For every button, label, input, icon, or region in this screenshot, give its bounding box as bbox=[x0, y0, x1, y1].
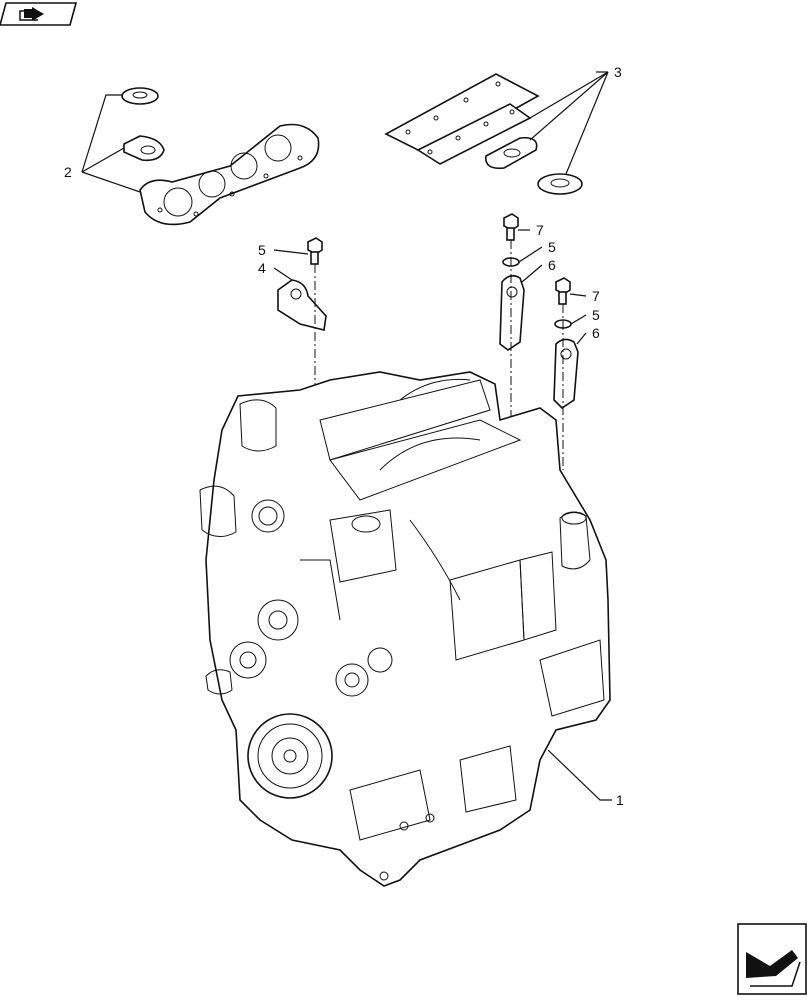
callout-2: 2 bbox=[64, 164, 72, 180]
callout-7-lower: 7 bbox=[592, 288, 600, 304]
navigation-back-icon[interactable] bbox=[0, 2, 78, 26]
navigation-next-icon[interactable] bbox=[737, 923, 807, 995]
bolt-7-upper bbox=[503, 213, 519, 241]
engine-assembly-1 bbox=[199, 371, 611, 887]
bracket-6-lower bbox=[553, 338, 579, 410]
callout-6-lower: 6 bbox=[592, 325, 600, 341]
bolt-5-left bbox=[307, 237, 323, 265]
callout-6-upper: 6 bbox=[548, 257, 556, 273]
callout-1: 1 bbox=[616, 792, 624, 808]
callout-5-left: 5 bbox=[258, 242, 266, 258]
callout-3: 3 bbox=[614, 64, 622, 80]
bracket-6-upper bbox=[499, 274, 525, 351]
bolt-7-lower bbox=[555, 277, 571, 305]
flange-gasket-2 bbox=[123, 135, 165, 162]
washer-gasket-2 bbox=[121, 87, 159, 105]
callout-5-lower: 5 bbox=[592, 307, 600, 323]
callout-5-upper: 5 bbox=[548, 239, 556, 255]
head-gasket-2 bbox=[139, 123, 320, 226]
callout-7-upper: 7 bbox=[536, 222, 544, 238]
callout-4: 4 bbox=[258, 260, 266, 276]
washer-gasket-3 bbox=[537, 173, 583, 195]
lifting-bracket-4 bbox=[277, 279, 327, 331]
flange-gasket-3 bbox=[485, 136, 538, 170]
